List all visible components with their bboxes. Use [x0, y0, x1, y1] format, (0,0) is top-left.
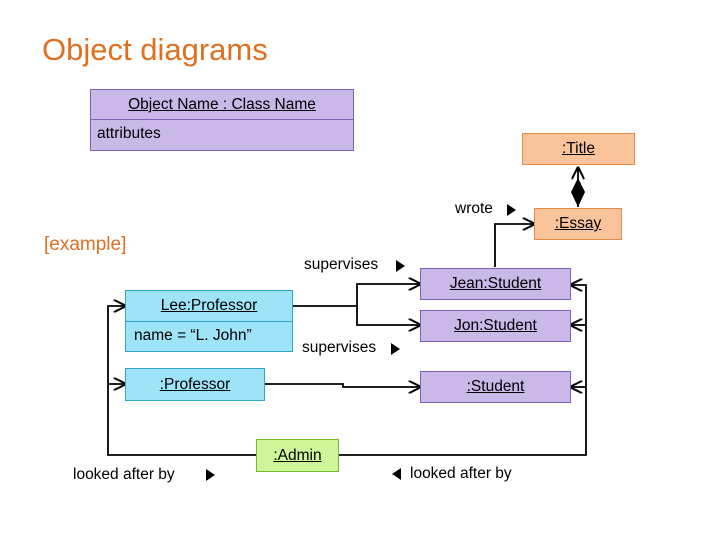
professor-object-name: :Professor — [159, 376, 231, 393]
jon-student-name: Jon:Student — [454, 317, 537, 334]
jon-student-object: Jon:Student — [420, 310, 571, 342]
composition-diamond — [571, 178, 585, 207]
student-object: :Student — [420, 371, 571, 403]
notation-object-box: Object Name : Class Name attributes — [90, 89, 354, 151]
jean-student-object: Jean:Student — [420, 268, 571, 300]
supervises-jean-link — [356, 284, 420, 306]
wrote-direction-icon — [507, 204, 516, 216]
example-label: [example] — [44, 234, 127, 255]
professor-object: :Professor — [125, 368, 265, 401]
professor-student-link — [265, 384, 420, 387]
admin-object-name: :Admin — [273, 447, 322, 464]
notation-attributes: attributes — [97, 125, 161, 142]
wrote-link — [494, 224, 534, 267]
lee-professor-name: Lee:Professor — [160, 297, 258, 314]
admin-object: :Admin — [256, 439, 339, 472]
lee-professor-object: Lee:Professor name = “L. John” — [125, 290, 293, 352]
looked-after-right-label: looked after by — [410, 465, 512, 482]
supervises-top-direction-icon — [396, 260, 405, 272]
notation-header: Object Name : Class Name — [128, 96, 316, 113]
wrote-label: wrote — [455, 200, 493, 217]
student-object-name: :Student — [466, 378, 525, 395]
supervises-top-label: supervises — [304, 256, 379, 273]
essay-object: :Essay — [534, 208, 622, 240]
supervises-jon-link — [356, 306, 420, 325]
jean-student-name: Jean:Student — [449, 275, 542, 292]
looked-after-right-direction-icon — [392, 468, 401, 480]
title-object: :Title — [522, 133, 635, 165]
admin-right-link — [339, 285, 587, 456]
looked-after-left-direction-icon — [206, 469, 215, 481]
admin-left-link — [107, 306, 256, 456]
supervises-bottom-label: supervises — [302, 339, 377, 356]
lee-professor-attribute: name = “L. John” — [134, 327, 252, 344]
supervises-bottom-direction-icon — [391, 343, 400, 355]
essay-object-name: :Essay — [554, 215, 602, 232]
page-title: Object diagrams — [42, 32, 268, 67]
looked-after-left-label: looked after by — [73, 466, 175, 483]
title-object-name: :Title — [561, 140, 595, 157]
